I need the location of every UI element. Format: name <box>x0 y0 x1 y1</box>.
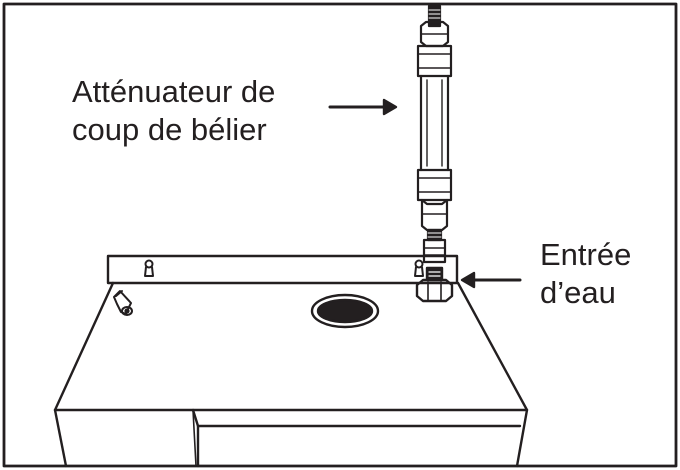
mounting-bracket <box>106 254 459 285</box>
cabinet-front-left-edge <box>53 408 68 468</box>
water-inlet-label: Entrée d’eau <box>540 236 631 312</box>
cabinet-panel-line <box>192 409 197 467</box>
hammer-arrestor-label-line2: coup de bélier <box>72 112 267 147</box>
nut-icon <box>415 266 454 303</box>
hammer-arrestor-label: Atténuateur de coup de bélier <box>72 73 275 149</box>
water-inlet-label-line2: d’eau <box>540 275 616 310</box>
hammer-arrestor-label-line1: Atténuateur de <box>72 74 276 109</box>
keyhole-icon <box>144 259 154 277</box>
water-inlet-label-line1: Entrée <box>540 237 632 272</box>
arrow-left-icon <box>460 271 522 289</box>
cabinet-top <box>53 281 529 412</box>
arrow-right-icon <box>328 98 398 116</box>
nozzle-icon <box>113 290 133 316</box>
drain-hole-icon <box>310 293 380 329</box>
hammer-arrestor <box>416 4 453 264</box>
keyhole-icon <box>414 259 424 277</box>
cabinet-front-right-edge <box>515 408 529 468</box>
